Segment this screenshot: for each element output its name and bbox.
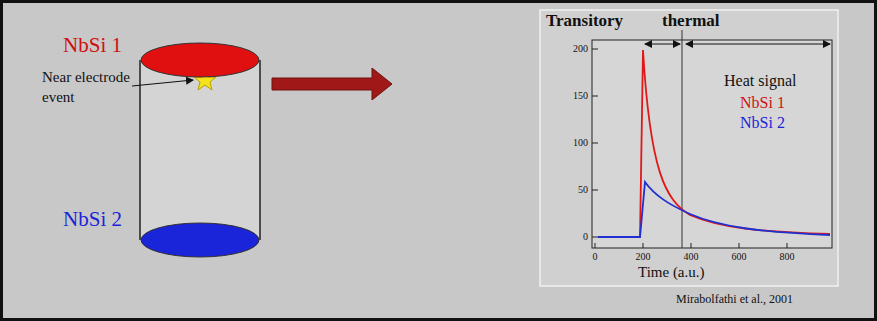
node-text: NbSi 2 bbox=[740, 114, 785, 132]
leader-arrow bbox=[132, 80, 193, 86]
cylinder-side bbox=[139, 60, 141, 240]
tick-label: 200 bbox=[573, 43, 588, 54]
node-text: Time (a.u.) bbox=[638, 264, 705, 281]
nbsi1-curve bbox=[598, 50, 830, 237]
thermal-arrow bbox=[686, 43, 830, 44]
tick-label: 50 bbox=[578, 184, 588, 195]
tick-label: 150 bbox=[573, 90, 588, 101]
electrode-ellipse: NbSi 1 bbox=[140, 42, 260, 78]
phase-divider bbox=[682, 30, 683, 248]
tick-label: 200 bbox=[636, 251, 651, 262]
tick-label: 400 bbox=[684, 251, 699, 262]
node-text: NbSi 2 bbox=[63, 208, 122, 231]
node-text: NbSi 1 bbox=[740, 94, 785, 112]
ellipse-outline bbox=[140, 222, 260, 258]
ellipse-outline bbox=[140, 42, 260, 78]
tick-label: 800 bbox=[780, 251, 795, 262]
cylinder-side bbox=[259, 60, 261, 240]
node-text: Transitory bbox=[546, 12, 623, 31]
tick-label: 100 bbox=[573, 137, 588, 148]
callout-text: Near electrode event bbox=[42, 68, 142, 107]
node-text: thermal bbox=[662, 12, 720, 31]
transitory-arrow bbox=[645, 43, 680, 44]
node-text: Heat signal bbox=[724, 72, 796, 90]
tick-label: 600 bbox=[732, 251, 747, 262]
chart-panel bbox=[540, 10, 838, 286]
flow-arrow bbox=[272, 68, 392, 100]
cylinder-body bbox=[140, 60, 260, 240]
nbsi2-curve bbox=[598, 182, 830, 237]
plot-area bbox=[592, 40, 832, 248]
y-ticks bbox=[592, 49, 598, 237]
citation: Mirabolfathi et al., 2001 bbox=[676, 293, 793, 306]
tick-label: 0 bbox=[583, 231, 588, 242]
node-text: NbSi 1 bbox=[63, 34, 122, 57]
x-ticks bbox=[595, 243, 787, 248]
tick-label: 0 bbox=[593, 251, 598, 262]
electrode-ellipse: NbSi 2 bbox=[140, 222, 260, 258]
